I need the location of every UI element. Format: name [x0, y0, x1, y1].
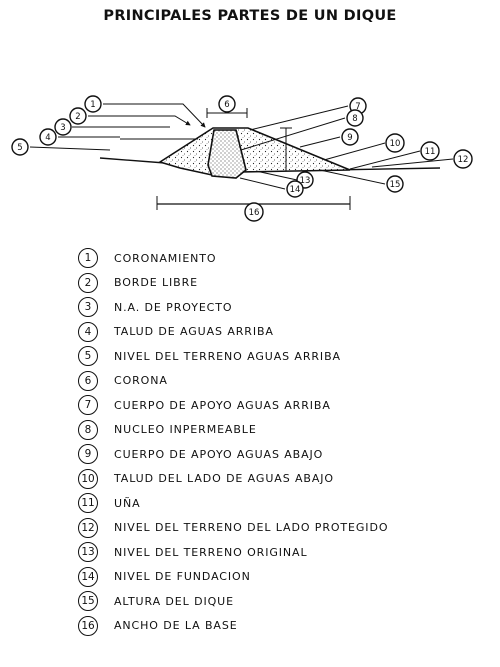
legend-label: NIVEL DEL TERRENO ORIGINAL [114, 545, 308, 559]
callout-1: 1 [90, 100, 95, 110]
upstream-ground-line [99, 157, 166, 164]
legend-number: 5 [78, 346, 98, 367]
dam-cross-section-diagram: 1 2 3 4 5 6 7 8 9 10 11 12 13 14 15 16 [11, 95, 473, 222]
legend-number: 9 [78, 444, 98, 465]
legend-label: N.A. DE PROYECTO [114, 300, 233, 314]
legend-label: CORONAMIENTO [114, 251, 217, 265]
callout-15: 15 [390, 180, 401, 190]
legend: 1 CORONAMIENTO 2 BORDE LIBRE 3 N.A. DE PROY… [78, 246, 478, 638]
legend-label: CORONA [114, 374, 168, 388]
legend-item: 16 ANCHO DE LA BASE [78, 614, 478, 639]
legend-item: 9 CUERPO DE APOYO AGUAS ABAJO [78, 442, 478, 467]
legend-label: NIVEL DE FUNDACION [114, 570, 251, 584]
legend-label: ANCHO DE LA BASE [114, 619, 238, 633]
legend-number: 14 [78, 566, 98, 587]
legend-item: 7 CUERPO DE APOYO AGUAS ARRIBA [78, 393, 478, 418]
legend-label: TALUD DE AGUAS ARRIBA [114, 325, 274, 339]
legend-item: 12 NIVEL DEL TERRENO DEL LADO PROTEGIDO [78, 516, 478, 541]
legend-label: CUERPO DE APOYO AGUAS ARRIBA [114, 398, 331, 412]
impermeable-core [207, 129, 247, 179]
legend-item: 2 BORDE LIBRE [78, 271, 478, 296]
legend-number: 7 [78, 395, 98, 416]
legend-item: 15 ALTURA DEL DIQUE [78, 589, 478, 614]
callout-7: 7 [355, 102, 360, 112]
legend-number: 16 [78, 615, 98, 636]
legend-number: 3 [78, 297, 98, 318]
legend-item: 8 NUCLEO INPERMEABLE [78, 418, 478, 443]
legend-label: NIVEL DEL TERRENO AGUAS ARRIBA [114, 349, 341, 363]
callout-circles [11, 95, 473, 222]
legend-number: 11 [78, 493, 98, 514]
legend-number: 1 [78, 248, 98, 269]
callout-2: 2 [75, 112, 80, 122]
callout-12: 12 [458, 155, 469, 165]
legend-item: 10 TALUD DEL LADO DE AGUAS ABAJO [78, 467, 478, 492]
legend-item: 5 NIVEL DEL TERRENO AGUAS ARRIBA [78, 344, 478, 369]
legend-label: CUERPO DE APOYO AGUAS ABAJO [114, 447, 324, 461]
legend-label: TALUD DEL LADO DE AGUAS ABAJO [114, 472, 334, 486]
callout-11: 11 [425, 147, 436, 157]
callout-8: 8 [352, 114, 357, 124]
legend-number: 10 [78, 468, 98, 489]
legend-label: BORDE LIBRE [114, 276, 198, 290]
callout-3: 3 [60, 123, 65, 133]
callout-9: 9 [347, 133, 352, 143]
callout-13: 13 [300, 176, 311, 186]
legend-item: 4 TALUD DE AGUAS ARRIBA [78, 320, 478, 345]
legend-item: 13 NIVEL DEL TERRENO ORIGINAL [78, 540, 478, 565]
legend-item: 14 NIVEL DE FUNDACION [78, 565, 478, 590]
legend-item: 6 CORONA [78, 369, 478, 394]
callout-10: 10 [390, 139, 401, 149]
legend-number: 8 [78, 419, 98, 440]
legend-number: 2 [78, 272, 98, 293]
callout-4: 4 [45, 133, 50, 143]
legend-number: 12 [78, 517, 98, 538]
legend-number: 6 [78, 370, 98, 391]
legend-label: ALTURA DEL DIQUE [114, 594, 234, 608]
legend-item: 3 N.A. DE PROYECTO [78, 295, 478, 320]
legend-item: 11 UÑA [78, 491, 478, 516]
legend-label: NUCLEO INPERMEABLE [114, 423, 257, 437]
legend-number: 15 [78, 591, 98, 612]
legend-label: NIVEL DEL TERRENO DEL LADO PROTEGIDO [114, 521, 389, 535]
legend-number: 4 [78, 321, 98, 342]
legend-item: 1 CORONAMIENTO [78, 246, 478, 271]
callout-14: 14 [290, 185, 301, 195]
legend-number: 13 [78, 542, 98, 563]
dam-body [158, 127, 351, 176]
callout-5: 5 [17, 143, 22, 153]
legend-label: UÑA [114, 496, 141, 510]
callout-16: 16 [249, 208, 260, 218]
page-title: PRINCIPALES PARTES DE UN DIQUE [103, 8, 397, 24]
callout-6: 6 [224, 100, 229, 110]
